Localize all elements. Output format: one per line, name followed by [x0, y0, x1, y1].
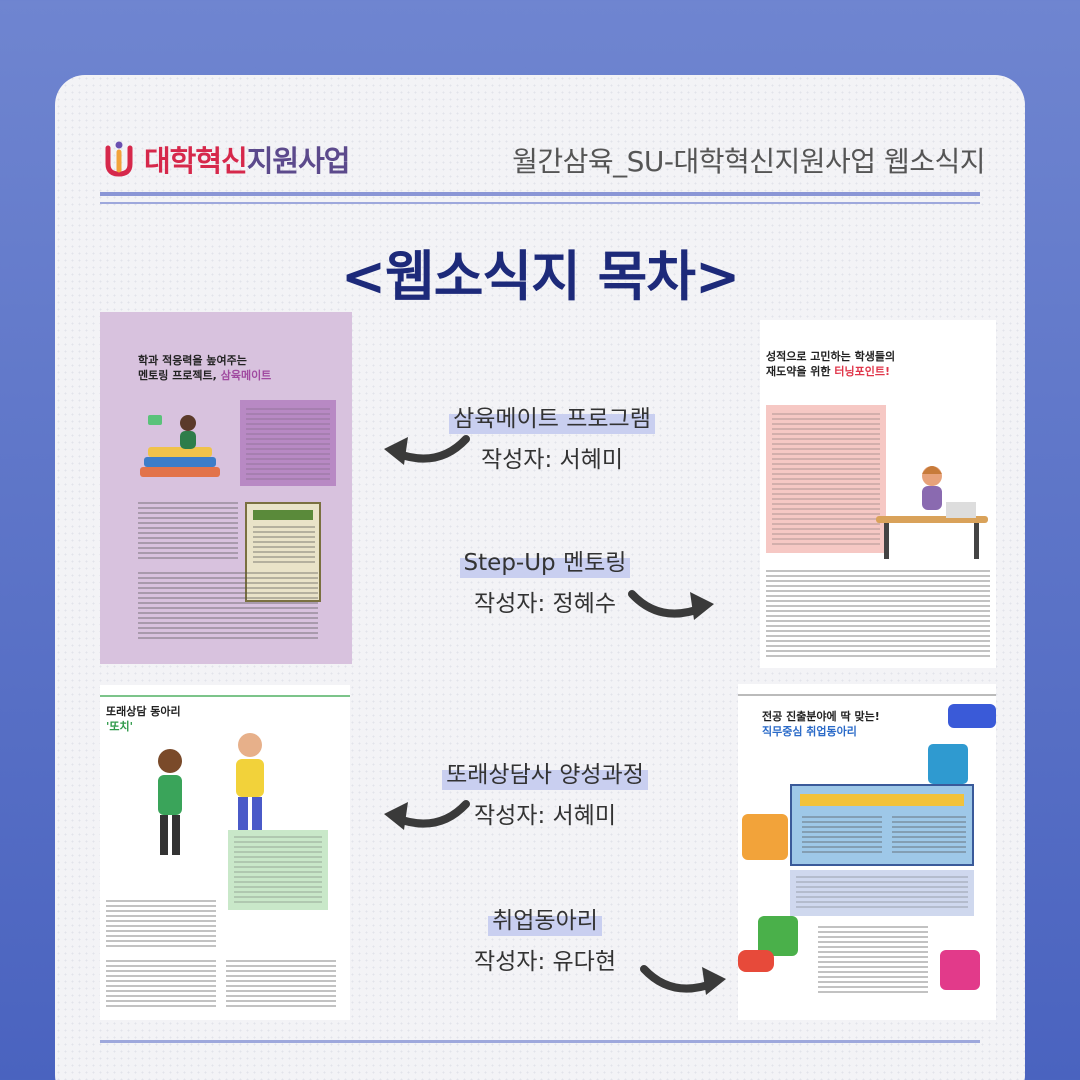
poster-image	[245, 502, 321, 602]
author-label: 작성자: 유다현	[473, 949, 617, 975]
site-title: 월간삼육_SU-대학혁신지원사업 웹소식지	[512, 145, 985, 178]
toc-item-sahmyuk-mate[interactable]: 삼육메이트 프로그램 작성자: 서혜미	[412, 398, 692, 474]
thumb-heading: 성적으로 고민하는 학생들의	[766, 350, 896, 363]
thumbnail-step-up[interactable]: 성적으로 고민하는 학생들의 재도약을 위한 터닝포인트!	[760, 320, 996, 668]
program-title: Step-Up 멘토링	[459, 542, 631, 578]
logo-text-rest: 지원사업	[246, 144, 351, 178]
thumb-highlight: 직무중심 취업동아리	[762, 724, 857, 738]
author-label: 작성자: 정혜수	[473, 591, 617, 617]
author-label: 작성자: 서혜미	[480, 447, 624, 473]
logo-text-accent: 대학혁신	[144, 144, 248, 178]
thumbnail-peer-counseling[interactable]: 또래상담 동아리 '또치'	[100, 685, 350, 1020]
green-puzzle-hand-icon	[738, 916, 798, 972]
arrow-right-icon	[628, 590, 714, 620]
author-label: 작성자: 서혜미	[473, 803, 617, 829]
arrow-right-icon	[640, 965, 726, 995]
club-poster-image	[790, 784, 974, 866]
divider	[100, 192, 980, 196]
students-reading-illustration	[140, 415, 220, 477]
thumbnail-employment-club[interactable]: 전공 진출분야에 딱 맞는! 직무중심 취업동아리	[738, 684, 996, 1020]
thumb-highlight: 터닝포인트!	[834, 364, 891, 378]
cheering-students-illustration	[158, 733, 264, 855]
university-logo-icon	[105, 141, 133, 177]
thumbnail-sahmyuk-mate[interactable]: 학과 적응력을 높여주는 멘토링 프로젝트, 삼육메이트	[100, 312, 352, 664]
thumb-heading: 또래상담 동아리	[106, 705, 181, 718]
divider	[100, 1040, 980, 1043]
pink-puzzle-piece-icon	[940, 950, 980, 990]
thumb-highlight: '또치'	[106, 719, 133, 733]
thumb-heading: 학과 적응력을 높여주는	[138, 354, 247, 367]
toc-item-peer-counseling[interactable]: 또래상담사 양성과정 작성자: 서혜미	[395, 754, 695, 830]
thumb-highlight: 삼육메이트	[220, 368, 272, 382]
logo: 대학혁신지원사업	[102, 138, 351, 180]
thumb-heading-2: 재도약을 위한	[766, 364, 831, 378]
toc-item-employment-club[interactable]: 취업동아리 작성자: 유다현	[405, 900, 685, 976]
program-title: 취업동아리	[488, 900, 602, 936]
student-at-desk-illustration	[876, 466, 988, 559]
program-title: 삼육메이트 프로그램	[449, 398, 655, 434]
thumb-heading: 전공 진출분야에 딱 맞는!	[762, 710, 880, 723]
puzzle-piece-icon	[742, 814, 788, 860]
toc-item-step-up[interactable]: Step-Up 멘토링 작성자: 정혜수	[405, 542, 685, 618]
arrow-left-icon	[384, 800, 470, 830]
thumb-heading-2: 멘토링 프로젝트,	[138, 368, 217, 382]
arrow-left-icon	[384, 435, 470, 465]
puzzle-hand-icon	[928, 704, 996, 784]
divider	[100, 202, 980, 204]
program-title: 또래상담사 양성과정	[442, 754, 648, 790]
page-title: <웹소식지 목차>	[340, 245, 740, 308]
